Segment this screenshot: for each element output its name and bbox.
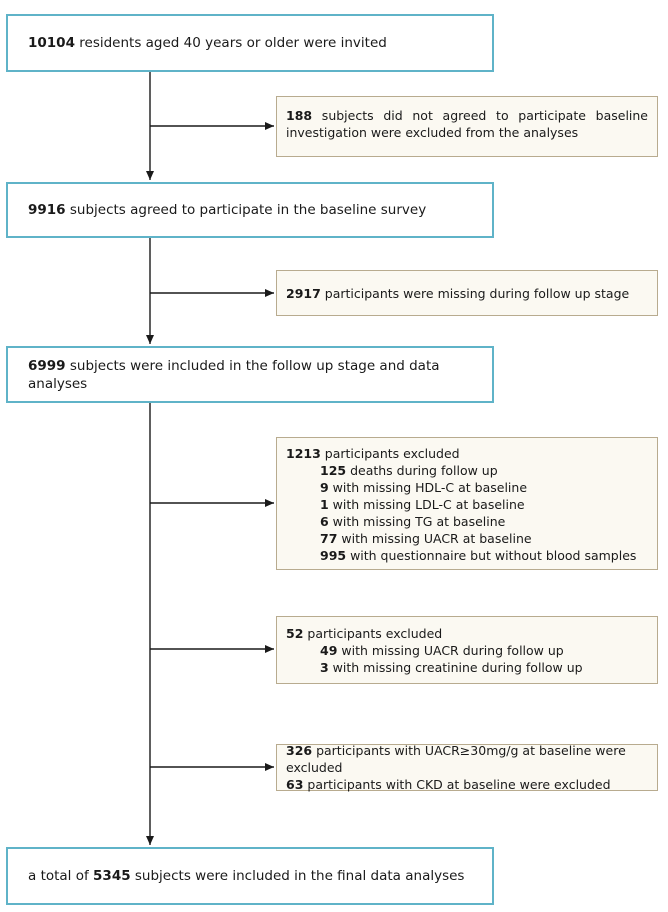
excluded-1213-item: 9 with missing HDL-C at baseline — [320, 480, 528, 495]
missing-followup-count: 2917 — [286, 285, 321, 301]
final-text: subjects were included in the final data… — [130, 868, 465, 884]
excluded-baseline-count: 188 — [286, 108, 313, 123]
final-prefix: a total of — [28, 868, 94, 884]
agreed-box: 9916 subjects agreed to participate in t… — [6, 182, 494, 238]
invited-text: residents aged 40 years or older were in… — [74, 35, 387, 51]
agreed-count: 9916 — [28, 202, 66, 218]
invited-box: 10104 residents aged 40 years or older w… — [6, 14, 494, 72]
excluded-uacr-line: 326 participants with UACR≥30mg/g at bas… — [286, 743, 626, 775]
excluded-52-item: 3 with missing creatinine during follow … — [320, 660, 583, 675]
excluded-1213-header: 1213 participants excluded — [286, 446, 460, 461]
excluded-1213-item: 1 with missing LDL-C at baseline — [320, 497, 525, 512]
excluded-1213-box: 1213 participants excluded 125 deaths du… — [276, 437, 658, 570]
excluded-1213-item: 995 with questionnaire but without blood… — [320, 548, 637, 563]
excluded-52-header: 52 participants excluded — [286, 626, 443, 641]
invited-count: 10104 — [28, 35, 75, 51]
excluded-1213-item: 77 with missing UACR at baseline — [320, 531, 532, 546]
agreed-text: subjects agreed to participate in the ba… — [65, 202, 427, 218]
excluded-baseline-text: subjects did not agreed to participate b… — [286, 108, 648, 140]
included-followup-count: 6999 — [28, 357, 66, 374]
missing-followup-box: 2917 participants were missing during fo… — [276, 270, 658, 316]
missing-followup-text: participants were missing during follow … — [320, 285, 630, 301]
included-followup-text: subjects were included in the follow up … — [28, 357, 440, 392]
excluded-1213-item: 125 deaths during follow up — [320, 463, 498, 478]
final-box: a total of 5345 subjects were included i… — [6, 847, 494, 905]
excluded-52-item: 49 with missing UACR during follow up — [320, 643, 564, 658]
excluded-baseline-box: 188 subjects did not agreed to participa… — [276, 96, 658, 157]
excluded-ckd-line: 63 participants with CKD at baseline wer… — [286, 777, 611, 792]
excluded-uacr-ckd-box: 326 participants with UACR≥30mg/g at bas… — [276, 743, 658, 792]
excluded-52-box: 52 participants excluded 49 with missing… — [276, 616, 658, 684]
final-count: 5345 — [93, 868, 131, 884]
included-followup-box: 6999 subjects were included in the follo… — [6, 346, 494, 403]
excluded-1213-item: 6 with missing TG at baseline — [320, 514, 506, 529]
